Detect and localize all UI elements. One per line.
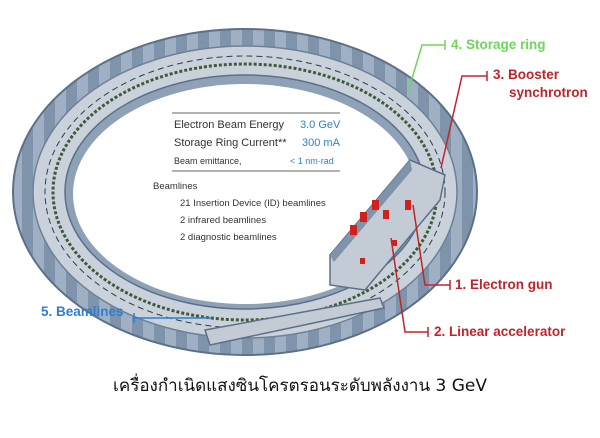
label-storage-ring: 4. Storage ring bbox=[451, 37, 546, 52]
spec-value-current: 300 mA bbox=[302, 137, 340, 149]
spec-label-energy: Electron Beam Energy bbox=[174, 119, 285, 131]
spec-value-emittance: < 1 nm·rad bbox=[290, 156, 334, 166]
spec-label-emittance: Beam emittance, bbox=[174, 156, 242, 166]
electron-gun-leader bbox=[412, 204, 450, 286]
inner-courtyard bbox=[73, 84, 417, 304]
label-beamlines: 5. Beamlines bbox=[41, 304, 124, 319]
caption: เครื่องกำเนิดแสงซินโครตรอนระดับพลังงาน 3… bbox=[113, 376, 487, 396]
booster-leader bbox=[440, 75, 487, 169]
beamline-item: 2 diagnostic beamlines bbox=[180, 232, 277, 243]
beamline-item: 21 Insertion Device (ID) beamlines bbox=[180, 198, 326, 209]
beamline-item: 2 infrared beamlines bbox=[180, 215, 267, 226]
spec-label-current: Storage Ring Current** bbox=[174, 137, 287, 149]
linac-leader bbox=[390, 237, 428, 333]
label-linear-accelerator: 2. Linear accelerator bbox=[434, 324, 566, 339]
beamlines-title: Beamlines bbox=[153, 181, 198, 192]
storage-ring-beam bbox=[44, 55, 446, 329]
spec-value-energy: 3.0 GeV bbox=[300, 119, 341, 131]
storage-ring-leader bbox=[407, 44, 445, 93]
beamline-hall bbox=[204, 297, 386, 346]
linac-components bbox=[350, 200, 411, 264]
label-electron-gun: 1. Electron gun bbox=[455, 277, 553, 292]
label-booster-line2: synchrotron bbox=[509, 85, 588, 100]
label-booster: 3. Booster bbox=[493, 67, 560, 82]
booster-wall bbox=[330, 160, 412, 262]
